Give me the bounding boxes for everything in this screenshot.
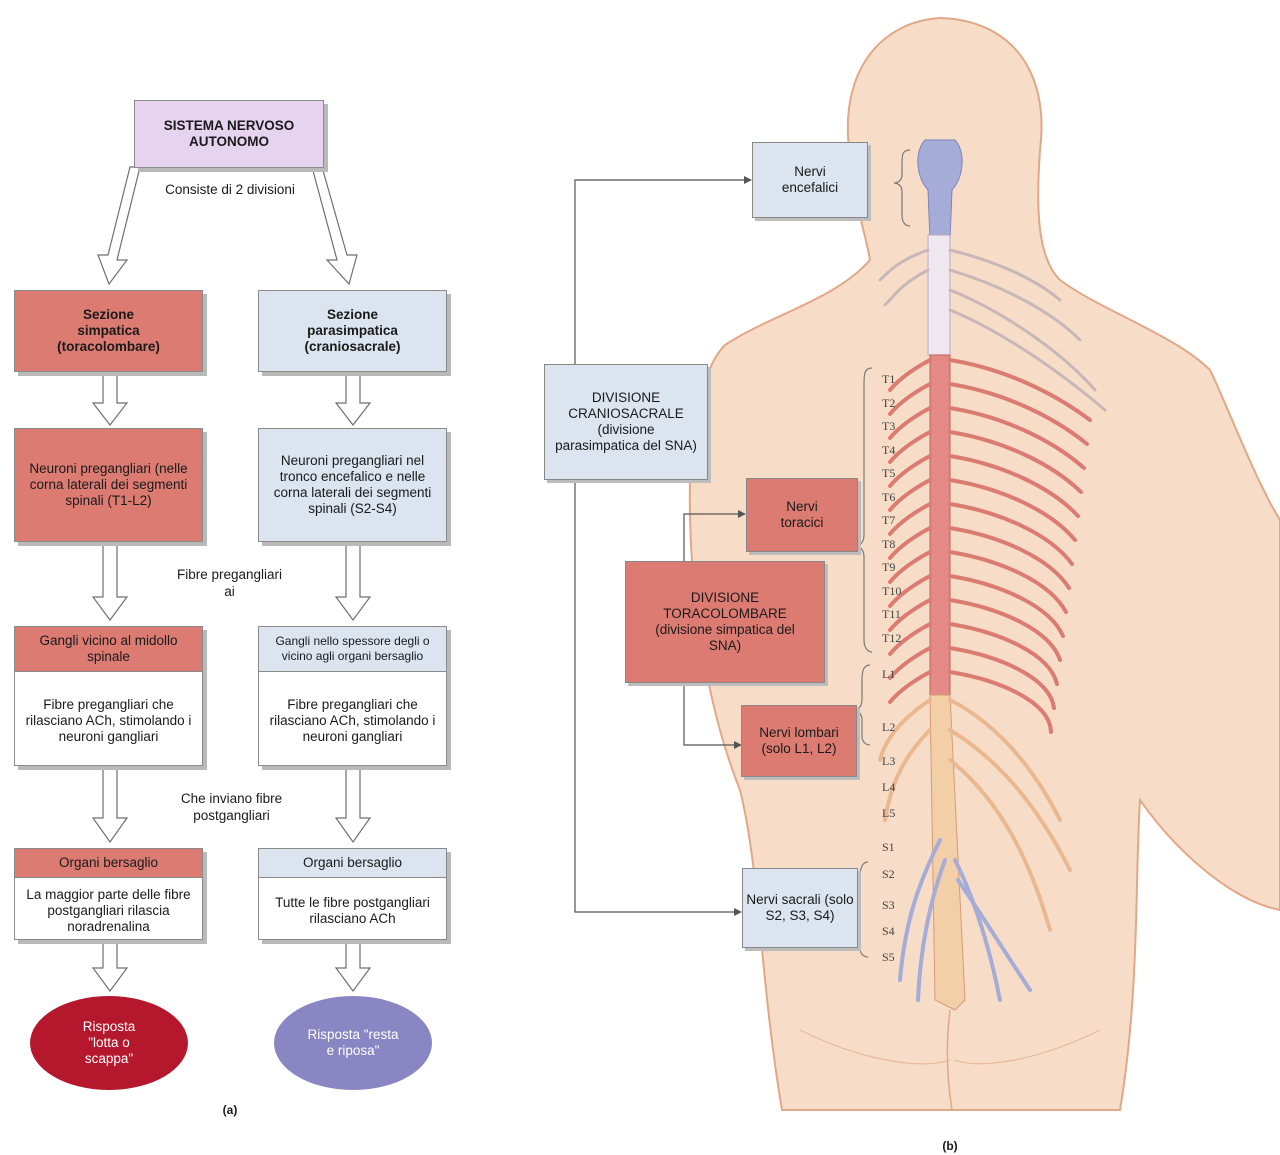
symp-ganglia-box: Gangli vicino al midollo spinale Fibre p… bbox=[14, 626, 203, 766]
segment-label-t12: T12 bbox=[882, 631, 901, 646]
title-box: SISTEMA NERVOSO AUTONOMO bbox=[134, 100, 324, 168]
segment-label-t2: T2 bbox=[882, 396, 895, 411]
symp-target-title: Organi bersaglio bbox=[15, 849, 202, 878]
para-preganglionic-text: Neuroni pregangliari nel tronco encefali… bbox=[267, 453, 438, 517]
symp-preganglionic-text: Neuroni pregangliari (nelle corna latera… bbox=[29, 461, 188, 509]
symp-header-box: Sezione simpatica (toracolombare) bbox=[14, 290, 203, 372]
sacral-nerves-box: Nervi sacrali (solo S2, S3, S4) bbox=[742, 868, 858, 948]
caption-a: (a) bbox=[210, 1102, 250, 1119]
para-ganglia-box: Gangli nello spessore degli o vicino agl… bbox=[258, 626, 447, 766]
para-response-oval: Risposta "resta e riposa" bbox=[274, 996, 432, 1090]
segment-label-l4: L4 bbox=[882, 780, 895, 795]
segment-label-t10: T10 bbox=[882, 584, 901, 599]
lumbar-nerves-text: Nervi lombari (solo L1, L2) bbox=[746, 725, 852, 757]
segment-label-t3: T3 bbox=[882, 419, 895, 434]
symp-target-box: Organi bersaglio La maggior parte delle … bbox=[14, 848, 203, 940]
postganglionic-label: Che inviano fibre postgangliari bbox=[164, 790, 299, 824]
segment-label-t7: T7 bbox=[882, 513, 895, 528]
sacral-nerves-text: Nervi sacrali (solo S2, S3, S4) bbox=[745, 892, 855, 924]
symp-ganglia-text: Fibre pregangliari che rilasciano ACh, s… bbox=[15, 672, 202, 770]
segment-label-s3: S3 bbox=[882, 898, 895, 913]
cranial-nerves-box: Nervi encefalici bbox=[752, 142, 868, 218]
thoracolumbar-division-box: DIVISIONE TORACOLOMBARE (divisione simpa… bbox=[625, 561, 825, 683]
segment-label-s5: S5 bbox=[882, 950, 895, 965]
para-ganglia-text: Fibre pregangliari che rilasciano ACh, s… bbox=[259, 672, 446, 770]
segment-label-t9: T9 bbox=[882, 560, 895, 575]
segment-label-t11: T11 bbox=[882, 607, 901, 622]
para-header-box: Sezione parasimpatica (craniosacrale) bbox=[258, 290, 447, 372]
segment-label-t8: T8 bbox=[882, 537, 895, 552]
thoracic-nerves-box: Nervi toracici bbox=[746, 478, 858, 552]
para-target-title: Organi bersaglio bbox=[259, 849, 446, 878]
lumbar-nerves-box: Nervi lombari (solo L1, L2) bbox=[741, 705, 857, 777]
segment-label-s2: S2 bbox=[882, 867, 895, 882]
para-ganglia-title: Gangli nello spessore degli o vicino agl… bbox=[259, 627, 446, 672]
segment-label-t4: T4 bbox=[882, 443, 895, 458]
segment-label-t1: T1 bbox=[882, 372, 895, 387]
segment-label-l3: L3 bbox=[882, 754, 895, 769]
segment-label-s1: S1 bbox=[882, 840, 895, 855]
fibres-label: Fibre pregangliari ai bbox=[172, 566, 287, 600]
caption-b: (b) bbox=[930, 1138, 970, 1155]
para-target-box: Organi bersaglio Tutte le fibre postgang… bbox=[258, 848, 447, 940]
segment-label-t5: T5 bbox=[882, 466, 895, 481]
para-target-text: Tutte le fibre postgangliari rilasciano … bbox=[259, 878, 446, 944]
consists-label: Consiste di 2 divisioni bbox=[140, 181, 320, 198]
symp-preganglionic-box: Neuroni pregangliari (nelle corna latera… bbox=[14, 428, 203, 542]
segment-label-l2: L2 bbox=[882, 720, 895, 735]
segment-label-l1: L1 bbox=[882, 667, 895, 682]
symp-response-oval: Risposta "lotta o scappa" bbox=[30, 996, 188, 1090]
craniosacral-division-box: DIVISIONE CRANIOSACRALE (divisione paras… bbox=[544, 364, 708, 480]
segment-label-l5: L5 bbox=[882, 806, 895, 821]
para-preganglionic-box: Neuroni pregangliari nel tronco encefali… bbox=[258, 428, 447, 542]
segment-label-s4: S4 bbox=[882, 924, 895, 939]
segment-label-t6: T6 bbox=[882, 490, 895, 505]
symp-target-text: La maggior parte delle fibre postganglia… bbox=[15, 878, 202, 944]
symp-ganglia-title: Gangli vicino al midollo spinale bbox=[15, 627, 202, 672]
